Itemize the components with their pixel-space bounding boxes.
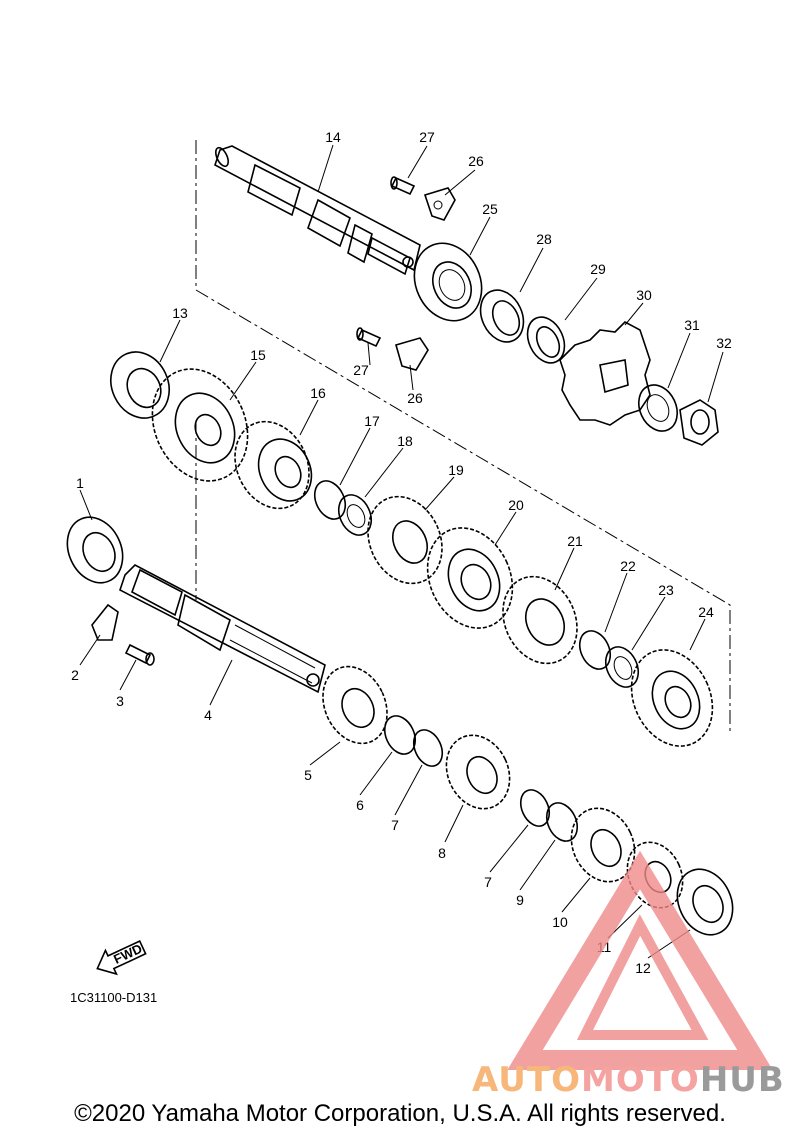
bearing-12	[676, 868, 734, 936]
part-label: 32	[716, 335, 732, 351]
part-label: 2	[71, 667, 79, 683]
part-label: 16	[310, 385, 326, 401]
assembly-frame-upper	[195, 140, 731, 735]
part-label: 26	[407, 390, 423, 406]
part-label: 13	[172, 305, 188, 321]
collar-28	[479, 289, 525, 343]
part-label: 19	[448, 462, 464, 478]
stopper-plate-26-lower	[395, 337, 429, 371]
main-axle-14	[214, 145, 421, 276]
part-label: 4	[204, 707, 212, 723]
fwd-arrow-icon: FWD	[96, 940, 147, 976]
stopper-plate-2	[91, 603, 119, 641]
watermark-auto: AUTO	[472, 1060, 581, 1100]
part-label: 3	[116, 693, 124, 709]
bearing-25	[413, 242, 483, 322]
part-label: 10	[552, 914, 568, 930]
bearing-1	[66, 516, 124, 584]
gear-5	[322, 665, 388, 745]
gear-10	[570, 807, 636, 883]
lock-washer-31	[637, 384, 679, 432]
part-label: 8	[438, 845, 446, 861]
part-label: 7	[391, 817, 399, 833]
part-label: 7	[484, 874, 492, 890]
screw-27-lower	[356, 327, 382, 348]
nut-32	[679, 399, 719, 446]
drive-axle-4	[119, 564, 326, 694]
part-label: 24	[698, 604, 714, 620]
gear-8	[445, 734, 511, 810]
part-labels: 1 2 3 4 5 6 7 7 8 9 10 11 12 13 14 15 16…	[71, 129, 732, 976]
part-label: 23	[658, 582, 674, 598]
part-label: 6	[356, 797, 364, 813]
circlip-7-lower	[519, 789, 551, 827]
watermark-moto: MOTO	[580, 1060, 700, 1100]
washer-18	[337, 494, 373, 536]
part-label: 31	[684, 317, 700, 333]
washer-9	[545, 802, 579, 842]
circlip-7-upper	[412, 729, 444, 767]
circlip-22	[578, 630, 612, 670]
part-label: 30	[636, 287, 652, 303]
gear-24	[630, 649, 714, 747]
stopper-plate-26-upper	[423, 187, 456, 221]
watermark-logo-text: AUTOMOTOHUB	[472, 1060, 785, 1100]
gear-19	[367, 495, 443, 585]
part-label: 12	[635, 960, 651, 976]
screw-27-upper	[390, 176, 416, 196]
part-label: 17	[364, 413, 380, 429]
oil-seal-29	[526, 316, 566, 364]
part-label: 22	[620, 558, 636, 574]
diagram-reference-code: 1C31100-D131	[70, 990, 157, 1005]
gear-20	[426, 527, 514, 629]
leader-lines	[79, 144, 724, 959]
gear-21	[502, 575, 578, 665]
washer-23	[604, 646, 640, 688]
part-label: 28	[536, 231, 552, 247]
part-label: 29	[590, 261, 606, 277]
part-label: 20	[508, 497, 524, 513]
drive-sprocket-30	[559, 321, 651, 426]
part-label: 5	[304, 767, 312, 783]
gear-16	[234, 420, 313, 510]
part-label: 15	[250, 347, 266, 363]
gear-15	[151, 368, 249, 482]
copyright-notice: ©2020 Yamaha Motor Corporation, U.S.A. A…	[74, 1100, 726, 1127]
part-label: 25	[482, 201, 498, 217]
part-label: 26	[468, 153, 484, 169]
part-label: 9	[516, 892, 524, 908]
bearing-13	[110, 351, 170, 419]
watermark-logo-triangle	[507, 850, 773, 1070]
part-label: 14	[325, 129, 341, 145]
washer-6	[383, 715, 417, 755]
circlip-17	[313, 480, 347, 520]
part-label: 27	[353, 362, 369, 378]
screw-3	[124, 643, 155, 666]
part-label: 21	[567, 533, 583, 549]
part-label: 1	[76, 475, 84, 491]
part-label: 27	[419, 129, 435, 145]
watermark-hub: HUB	[699, 1060, 785, 1100]
part-label: 18	[397, 433, 413, 449]
